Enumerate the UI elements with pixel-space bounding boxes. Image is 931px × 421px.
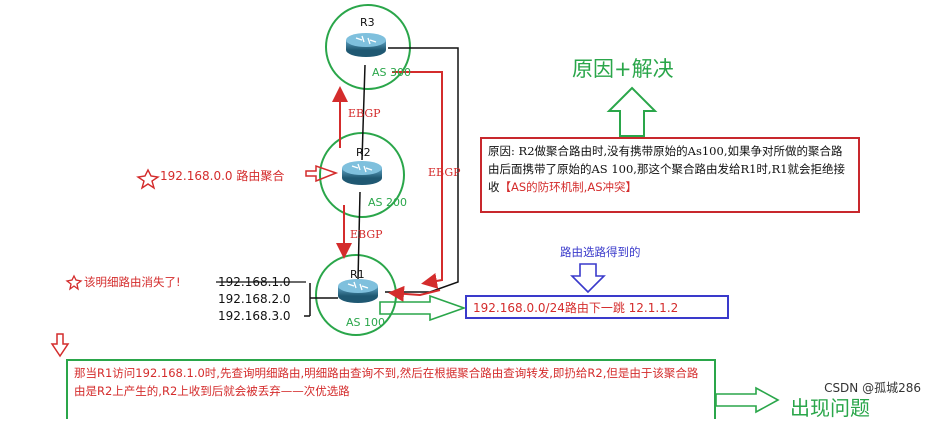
- ebgp-r3-r1-label: EBGP: [428, 166, 461, 179]
- down-red-arrow-icon: [50, 333, 70, 358]
- r2-label: R2: [356, 146, 371, 159]
- router-r2-icon[interactable]: [342, 161, 382, 185]
- lost-note: 该明细路由消失了!: [84, 275, 181, 289]
- title-label: 原因+解决: [572, 57, 674, 81]
- r3-label: R3: [360, 16, 375, 29]
- router-r1-icon[interactable]: [338, 279, 378, 303]
- up-arrow-icon: [606, 86, 658, 137]
- arrow-r1-feedback: [388, 285, 441, 302]
- net-3: 192.168.3.0: [218, 309, 291, 323]
- arrow-left-r2: [305, 164, 339, 183]
- bottom-right-arrow-icon: [715, 386, 780, 414]
- reason-highlight: 【AS的防环机制,AS冲突】: [499, 180, 638, 194]
- ebgp-r3-r2-label: EBGP: [348, 107, 381, 120]
- watermark: CSDN @孤城286: [824, 381, 921, 395]
- link-r3-r2: [361, 64, 366, 161]
- as200-label: AS 200: [368, 196, 407, 209]
- net-2: 192.168.2.0: [218, 292, 291, 306]
- down-arrow-icon: [570, 263, 606, 294]
- as300-label: AS 300: [372, 66, 411, 79]
- route-box: 192.168.0.0/24路由下一跳 12.1.1.2: [465, 295, 729, 319]
- reason-box: 原因: R2做聚合路由时,没有携带原始的As100,如果争对所做的聚合路由后面携…: [480, 137, 860, 213]
- as200-circle: [319, 132, 405, 218]
- reason-text: 原因: R2做聚合路由时,没有携带原始的As100,如果争对所做的聚合路由后面携…: [488, 144, 846, 194]
- aggregate-note: 192.168.0.0 路由聚合: [160, 168, 284, 183]
- ebgp-r2-r1-label: EBGP: [350, 228, 383, 241]
- router-r3-icon[interactable]: [346, 33, 386, 57]
- star-icon-lost: [65, 274, 83, 291]
- link-r3-r1: [385, 47, 459, 293]
- link-r2-r1: [357, 191, 361, 281]
- bottom-explanation-box: 那当R1访问192.168.1.0时,先查询明细路由,明细路由查询不到,然后在根…: [66, 359, 716, 419]
- as300-circle: [325, 4, 411, 90]
- as100-label: AS 100: [346, 316, 385, 329]
- r1-label: R1: [350, 268, 365, 281]
- right-arrow-icon: [379, 294, 467, 322]
- route-caption: 路由选路得到的: [560, 245, 641, 259]
- bottom-cut-text: 出现问题: [790, 396, 870, 420]
- star-icon-aggregate: [136, 168, 160, 190]
- arrow-r3-to-r1: [392, 71, 443, 289]
